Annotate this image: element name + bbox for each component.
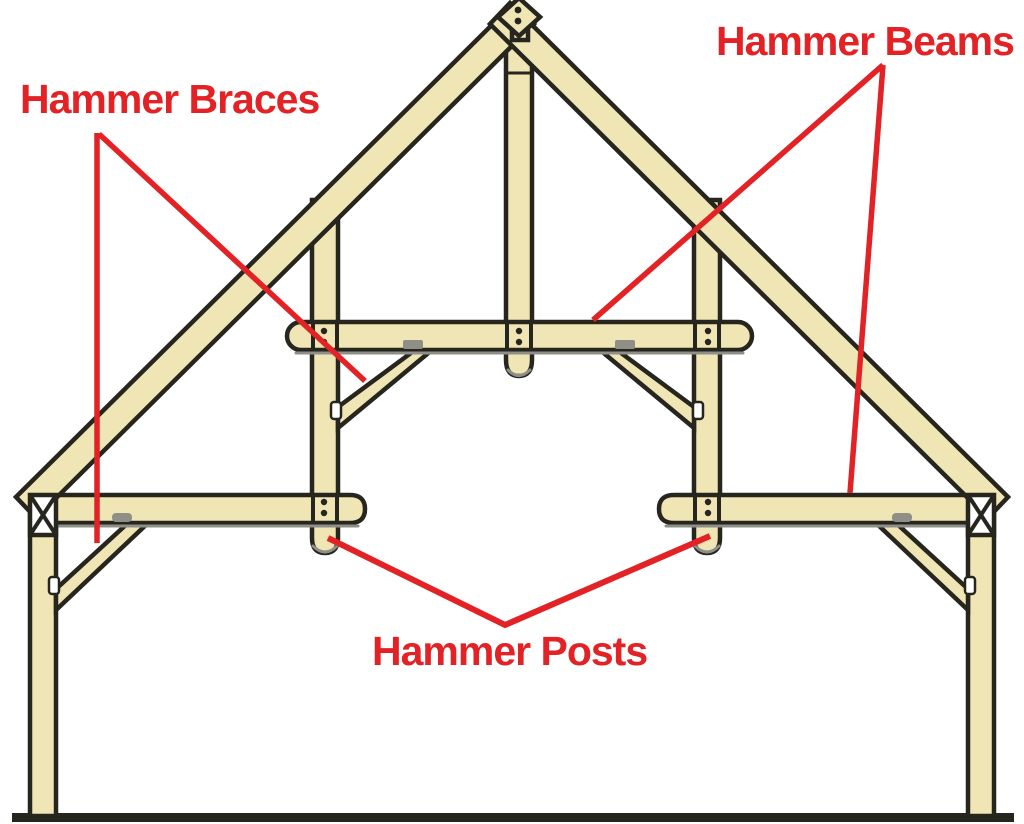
right-hammer-beam — [656, 492, 977, 526]
right-rafter — [486, 0, 1012, 522]
left-wall-brace — [53, 520, 154, 616]
label-hammer-braces: Hammer Braces — [20, 76, 320, 122]
right-wall-brace — [870, 520, 971, 616]
apex-peg-dot — [514, 17, 522, 25]
right-wall-x-joint — [965, 492, 997, 538]
right-brace-joint-block — [615, 340, 635, 349]
left-hammer-brace — [335, 347, 439, 433]
right-wall-brace-peg — [963, 575, 977, 596]
beams-leader-to-upper-beam — [591, 62, 885, 323]
right-hammer-brace-peg — [691, 400, 705, 421]
left-hammer-brace-peg — [329, 400, 343, 421]
apex-peg-dot — [514, 6, 522, 14]
beams-leader-to-right-beam — [847, 64, 886, 494]
upper-hammer-beam — [284, 319, 755, 353]
right-wall-brace-joint-block — [892, 513, 912, 522]
left-brace-joint-block — [403, 340, 423, 349]
left-hammer-post-shadow — [311, 544, 339, 554]
left-wall-post — [27, 492, 59, 819]
king-post-shadow — [506, 368, 532, 377]
right-hammer-brace — [593, 347, 697, 433]
label-hammer-beams: Hammer Beams — [716, 18, 1015, 64]
left-wall-brace-joint-block — [112, 513, 132, 522]
left-wall-brace-peg — [47, 575, 61, 596]
floor-line — [12, 813, 1014, 822]
posts-leader-v — [326, 533, 712, 629]
right-wall-post — [965, 492, 997, 819]
left-wall-x-joint — [27, 492, 59, 538]
annotation-leaders — [94, 62, 886, 629]
label-hammer-posts: Hammer Posts — [372, 628, 648, 674]
right-hammer-post-shadow — [693, 544, 721, 554]
braces-leader-to-hammer-brace — [97, 131, 367, 384]
